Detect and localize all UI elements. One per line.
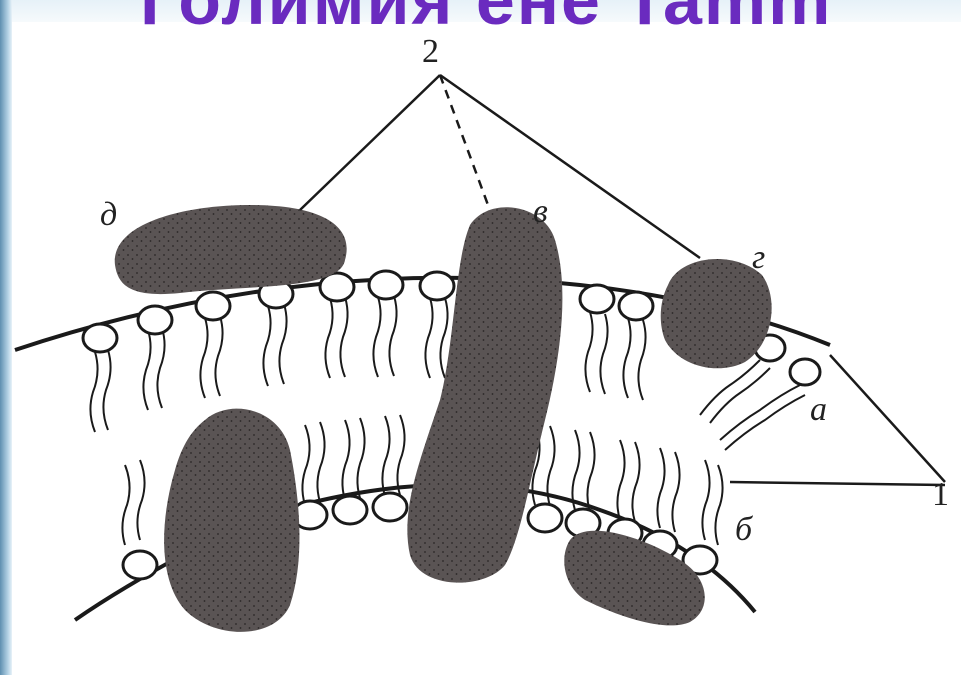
label-b: б xyxy=(735,511,754,548)
label-g: г xyxy=(752,239,765,276)
label-v: в xyxy=(533,193,548,230)
label-a: a xyxy=(810,391,827,428)
protein-lower-right xyxy=(564,531,704,626)
protein-lower-left xyxy=(164,409,299,632)
label-2: 2 xyxy=(422,33,439,70)
label-1: 1 xyxy=(932,476,949,513)
label-d: д xyxy=(100,196,117,233)
protein-d xyxy=(115,205,347,294)
